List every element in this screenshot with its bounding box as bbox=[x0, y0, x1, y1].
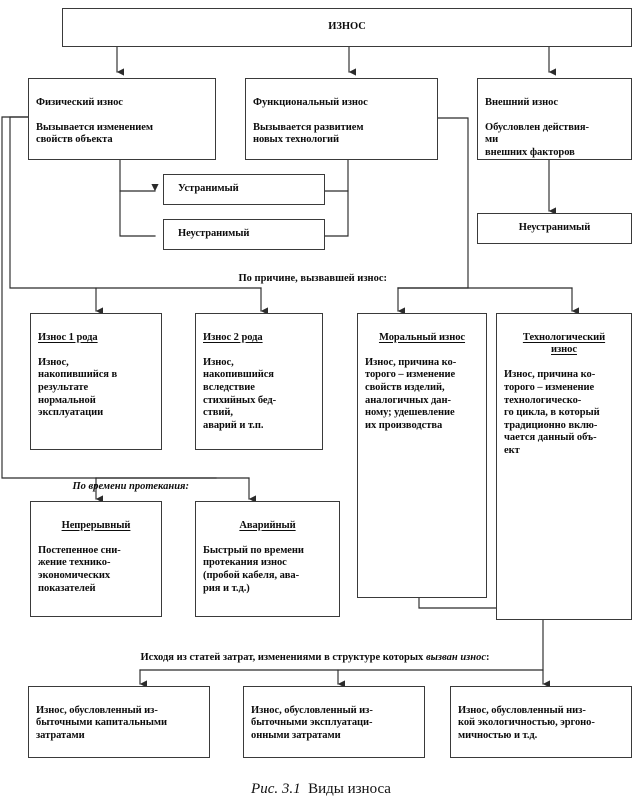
wire-functional-down2 bbox=[324, 190, 349, 237]
figure-caption: Рис. 3.1 Виды износа bbox=[0, 781, 642, 798]
node-emergency-wear-head: Аварийный bbox=[239, 519, 296, 531]
section-label-cost-prefix: Исходя из статей затрат, изменениями в с… bbox=[140, 652, 426, 663]
node-wear-type-1-head: Износ 1 рода bbox=[38, 331, 98, 343]
node-technological-wear[interactable]: Технологический износ Износ, причина ко-… bbox=[496, 313, 632, 620]
node-functional-wear-head: Функциональный износ bbox=[253, 96, 368, 108]
node-cost-capital-body: Износ, обусловленный из- быточными капит… bbox=[36, 704, 167, 741]
node-moral-wear-head: Моральный износ bbox=[378, 331, 466, 343]
figure-caption-title: Виды износа bbox=[308, 781, 391, 797]
node-functional-wear-body: Вызывается развитием новых технологий bbox=[253, 121, 364, 146]
node-cost-capital[interactable]: Износ, обусловленный из- быточными капит… bbox=[28, 686, 210, 758]
node-non-removable[interactable]: Неустранимый bbox=[163, 219, 325, 250]
node-continuous-wear-body: Постепенное сни- жение технико- экономич… bbox=[38, 544, 121, 594]
section-label-time-text: По времени протекания: bbox=[72, 481, 189, 492]
node-cost-operating-body: Износ, обусловленный из- быточными экспл… bbox=[251, 704, 373, 741]
node-wear-type-2[interactable]: Износ 2 рода Износ, накопившийся вследст… bbox=[195, 313, 323, 450]
node-cost-operating[interactable]: Износ, обусловленный из- быточными экспл… bbox=[243, 686, 425, 758]
node-removable[interactable]: Устранимый bbox=[163, 174, 325, 205]
node-physical-wear-head: Физический износ bbox=[36, 96, 123, 108]
node-wear-type-1[interactable]: Износ 1 рода Износ, накопившийся в резул… bbox=[30, 313, 162, 450]
node-external-non-removable[interactable]: Неустранимый bbox=[477, 213, 632, 244]
node-non-removable-label: Неустранимый bbox=[178, 228, 250, 240]
node-root-iznos-label: ИЗНОС bbox=[328, 21, 366, 33]
node-external-non-removable-label: Неустранимый bbox=[518, 222, 591, 234]
node-moral-wear[interactable]: Моральный износ Износ, причина ко- торог… bbox=[357, 313, 487, 598]
node-physical-wear[interactable]: Физический износ Вызывается изменением с… bbox=[28, 78, 216, 160]
node-emergency-wear[interactable]: Аварийный Быстрый по времени протекания … bbox=[195, 501, 340, 617]
node-removable-label: Устранимый bbox=[178, 183, 239, 195]
node-physical-wear-body: Вызывается изменением свойств объекта bbox=[36, 121, 153, 146]
section-label-cost: Исходя из статей затрат, изменениями в с… bbox=[130, 638, 490, 677]
node-cost-ecology-body: Износ, обусловленный низ- кой экологично… bbox=[458, 704, 595, 741]
node-root-iznos[interactable]: ИЗНОС bbox=[62, 8, 632, 47]
section-label-cost-emphasis: вызван износ bbox=[425, 652, 487, 663]
section-label-cost-suffix: : bbox=[486, 652, 490, 663]
section-label-cause-text: По причине, вызвавшей износ: bbox=[238, 273, 388, 284]
wire-physical-to-unfixable bbox=[119, 190, 156, 237]
node-continuous-wear[interactable]: Непрерывный Постепенное сни- жение техни… bbox=[30, 501, 162, 617]
node-functional-wear[interactable]: Функциональный износ Вызывается развитие… bbox=[245, 78, 438, 160]
section-label-cause: По причине, вызвавшей износ: bbox=[228, 259, 388, 298]
node-technological-wear-head: Технологический износ bbox=[522, 331, 606, 356]
node-wear-type-2-head: Износ 2 рода bbox=[203, 331, 263, 343]
node-moral-wear-body: Износ, причина ко- торого – изменение св… bbox=[365, 356, 457, 431]
section-label-time: По времени протекания: bbox=[62, 467, 189, 506]
node-wear-type-1-body: Износ, накопившийся в результате нормаль… bbox=[38, 356, 118, 419]
node-emergency-wear-body: Быстрый по времени протекания износ (про… bbox=[203, 544, 304, 594]
node-continuous-wear-head: Непрерывный bbox=[61, 519, 131, 531]
node-cost-ecology[interactable]: Износ, обусловленный низ- кой экологично… bbox=[450, 686, 632, 758]
node-wear-type-2-body: Износ, накопившийся вследствие стихийных… bbox=[203, 356, 277, 431]
figure-caption-number: Рис. 3.1 bbox=[251, 781, 301, 797]
node-external-wear[interactable]: Внешний износ Обусловлен действия- ми вн… bbox=[477, 78, 632, 160]
node-external-wear-head: Внешний износ bbox=[485, 96, 558, 108]
node-external-wear-body: Обусловлен действия- ми внешних факторов bbox=[485, 121, 589, 158]
node-technological-wear-body: Износ, причина ко- торого – изменение те… bbox=[504, 369, 600, 456]
wire-physical-bus bbox=[119, 159, 159, 192]
wire-functional-down bbox=[324, 159, 349, 192]
